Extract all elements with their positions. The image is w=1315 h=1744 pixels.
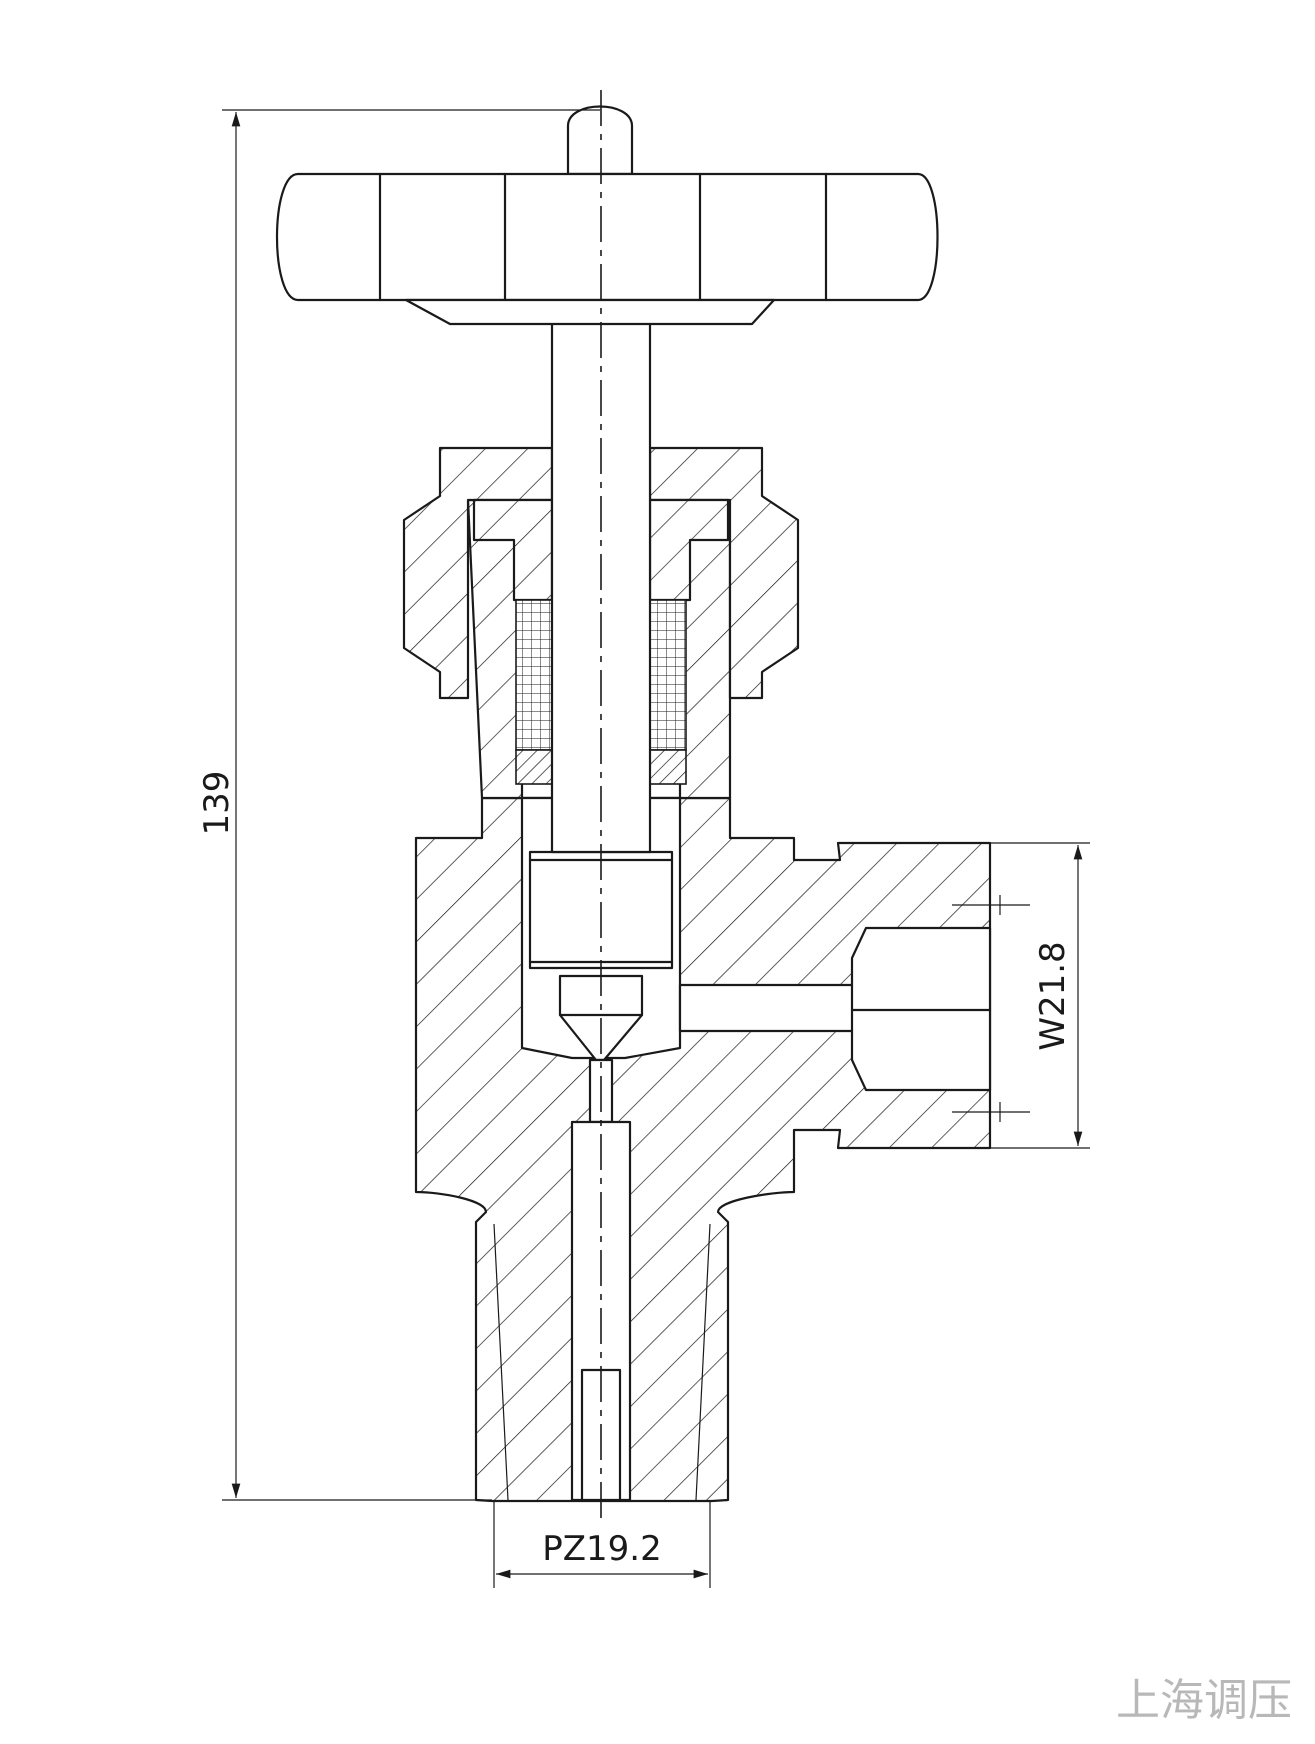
handwheel-hub	[404, 298, 776, 326]
watermark: 上海调压	[1116, 1675, 1292, 1726]
valve-body	[414, 796, 992, 1503]
side-passage	[678, 983, 858, 1033]
stem-top	[566, 105, 634, 176]
packing	[515, 599, 553, 751]
packing-ring	[515, 749, 553, 785]
height-dimension-label: 139	[197, 771, 237, 836]
inlet-thread-label: PZ19.2	[542, 1529, 662, 1569]
handwheel	[275, 172, 939, 302]
outlet-thread-label: W21.8	[1033, 941, 1073, 1050]
